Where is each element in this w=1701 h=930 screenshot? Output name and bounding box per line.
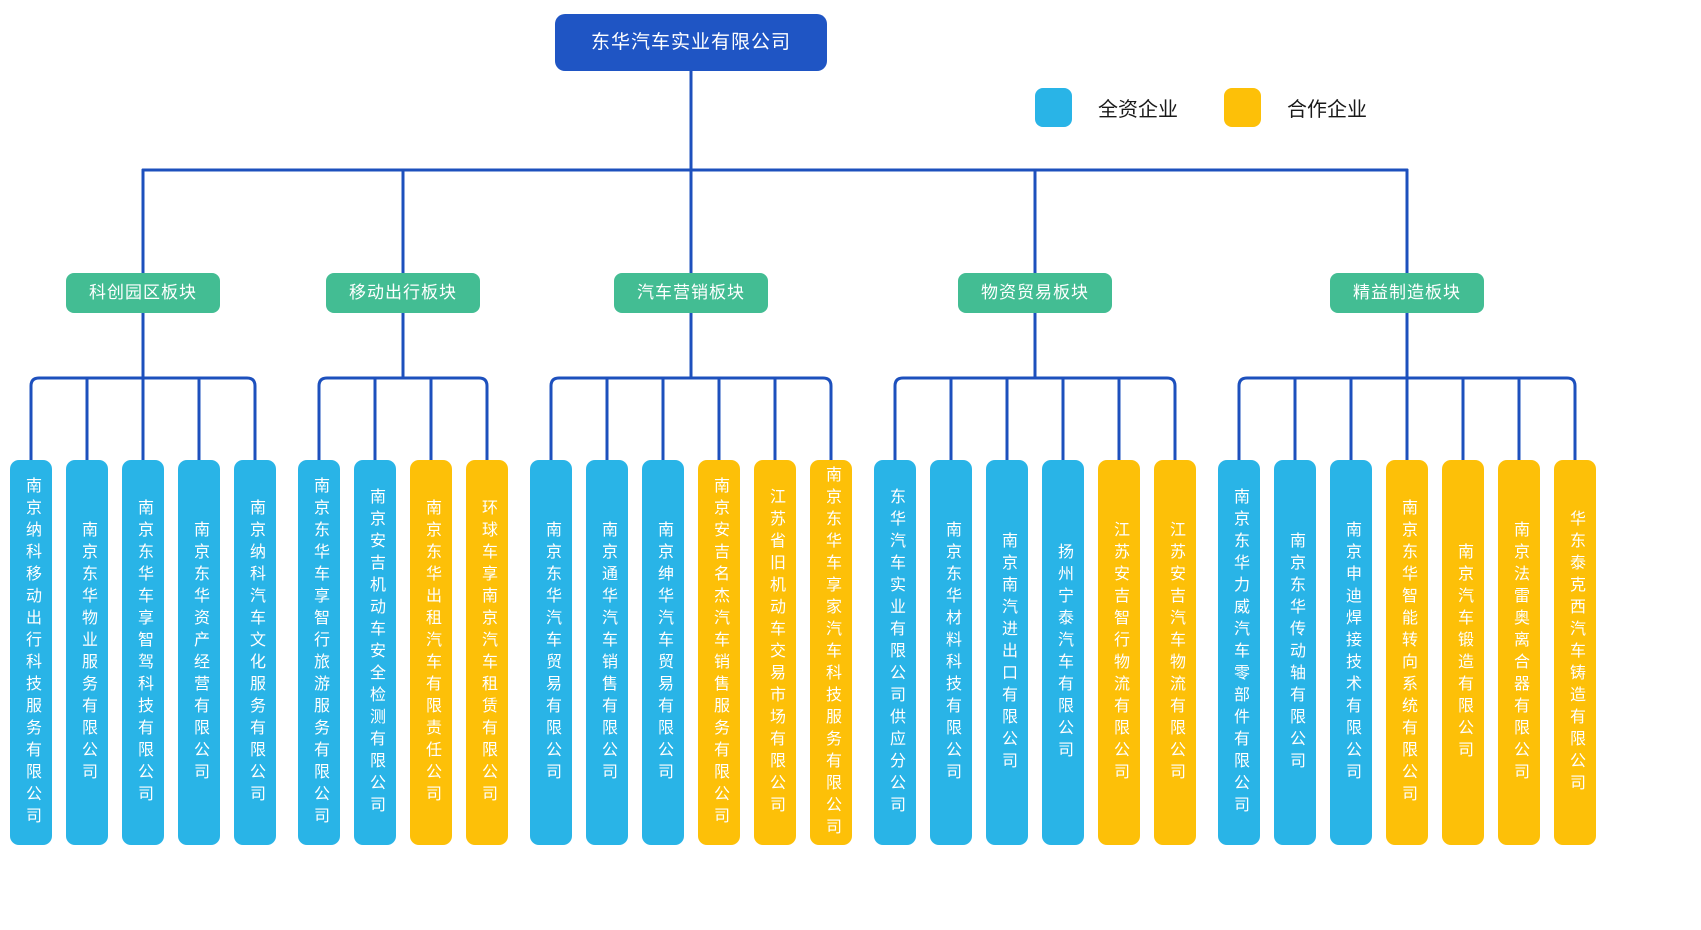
company-node[interactable]: 南京东华材料科技有限公司 xyxy=(930,460,972,845)
company-node[interactable]: 南京东华智能转向系统有限公司 xyxy=(1386,460,1428,845)
connector-path xyxy=(893,376,1177,462)
company-name: 南京绅华汽车贸易有限公司 xyxy=(655,520,672,785)
company-node[interactable]: 南京东华出租汽车有限责任公司 xyxy=(410,460,452,845)
company-node[interactable]: 南京南汽进出口有限公司 xyxy=(986,460,1028,845)
company-name: 南京纳科移动出行科技服务有限公司 xyxy=(23,476,40,829)
company-node[interactable]: 南京法雷奥离合器有限公司 xyxy=(1498,460,1540,845)
branch-node[interactable]: 精益制造板块 xyxy=(1330,273,1484,313)
company-name: 南京纳科汽车文化服务有限公司 xyxy=(247,498,264,807)
branch-node[interactable]: 移动出行板块 xyxy=(326,273,480,313)
company-node[interactable]: 南京东华物业服务有限公司 xyxy=(66,460,108,845)
company-name: 南京东华力威汽车零部件有限公司 xyxy=(1231,487,1248,818)
company-node[interactable]: 南京安吉机动车安全检测有限公司 xyxy=(354,460,396,845)
branch-node[interactable]: 汽车营销板块 xyxy=(614,273,768,313)
company-node[interactable]: 南京东华力威汽车零部件有限公司 xyxy=(1218,460,1260,845)
connector-path xyxy=(549,376,833,462)
company-node[interactable]: 南京纳科移动出行科技服务有限公司 xyxy=(10,460,52,845)
legend-label-partner: 合作企业 xyxy=(1287,99,1367,121)
company-node[interactable]: 南京纳科汽车文化服务有限公司 xyxy=(234,460,276,845)
company-node[interactable]: 南京绅华汽车贸易有限公司 xyxy=(642,460,684,845)
company-name: 扬州宁泰汽车有限公司 xyxy=(1055,542,1072,763)
company-name: 东华汽车实业有限公司供应分公司 xyxy=(887,487,904,818)
company-node[interactable]: 南京东华传动轴有限公司 xyxy=(1274,460,1316,845)
company-name: 华东泰克西汽车铸造有限公司 xyxy=(1567,509,1584,796)
company-node[interactable]: 江苏省旧机动车交易市场有限公司 xyxy=(754,460,796,845)
company-node[interactable]: 南京安吉名杰汽车销售服务有限公司 xyxy=(698,460,740,845)
legend-item-partner: 合作企业 xyxy=(1224,88,1367,127)
company-name: 江苏安吉智行物流有限公司 xyxy=(1111,520,1128,785)
company-name: 南京汽车锻造有限公司 xyxy=(1455,542,1472,763)
company-name: 南京东华车享智行旅游服务有限公司 xyxy=(311,476,328,829)
company-name: 环球车享南京汽车租赁有限公司 xyxy=(479,498,496,807)
company-node[interactable]: 华东泰克西汽车铸造有限公司 xyxy=(1554,460,1596,845)
company-name: 江苏安吉汽车物流有限公司 xyxy=(1167,520,1184,785)
company-name: 南京南汽进出口有限公司 xyxy=(999,531,1016,774)
legend-swatch-partner-icon xyxy=(1224,88,1261,127)
legend-label-wholly: 全资企业 xyxy=(1098,99,1178,121)
connector-path xyxy=(29,376,257,462)
company-name: 南京法雷奥离合器有限公司 xyxy=(1511,520,1528,785)
company-name: 南京安吉机动车安全检测有限公司 xyxy=(367,487,384,818)
company-node[interactable]: 东华汽车实业有限公司供应分公司 xyxy=(874,460,916,845)
company-node[interactable]: 南京东华车享智驾科技有限公司 xyxy=(122,460,164,845)
company-node[interactable]: 环球车享南京汽车租赁有限公司 xyxy=(466,460,508,845)
company-name: 南京东华汽车贸易有限公司 xyxy=(543,520,560,785)
branch-node[interactable]: 物资贸易板块 xyxy=(958,273,1112,313)
company-name: 南京安吉名杰汽车销售服务有限公司 xyxy=(711,476,728,829)
company-node[interactable]: 南京申迪焊接技术有限公司 xyxy=(1330,460,1372,845)
company-name: 南京申迪焊接技术有限公司 xyxy=(1343,520,1360,785)
company-name: 南京东华智能转向系统有限公司 xyxy=(1399,498,1416,807)
company-node[interactable]: 南京东华汽车贸易有限公司 xyxy=(530,460,572,845)
company-name: 南京东华资产经营有限公司 xyxy=(191,520,208,785)
company-node[interactable]: 南京东华车享家汽车科技服务有限公司 xyxy=(810,460,852,845)
company-name: 南京东华传动轴有限公司 xyxy=(1287,531,1304,774)
company-node[interactable]: 江苏安吉汽车物流有限公司 xyxy=(1154,460,1196,845)
root-node[interactable]: 东华汽车实业有限公司 xyxy=(554,14,828,71)
company-name: 江苏省旧机动车交易市场有限公司 xyxy=(767,487,784,818)
connector-path xyxy=(317,376,489,462)
legend-swatch-wholly-icon xyxy=(1035,88,1072,127)
legend: 全资企业 合作企业 xyxy=(1035,88,1367,127)
company-node[interactable]: 南京东华车享智行旅游服务有限公司 xyxy=(298,460,340,845)
company-name: 南京东华材料科技有限公司 xyxy=(943,520,960,785)
company-node[interactable]: 南京东华资产经营有限公司 xyxy=(178,460,220,845)
branch-node[interactable]: 科创园区板块 xyxy=(66,273,220,313)
company-name: 南京通华汽车销售有限公司 xyxy=(599,520,616,785)
company-node[interactable]: 扬州宁泰汽车有限公司 xyxy=(1042,460,1084,845)
company-node[interactable]: 南京汽车锻造有限公司 xyxy=(1442,460,1484,845)
company-name: 南京东华物业服务有限公司 xyxy=(79,520,96,785)
company-name: 南京东华车享家汽车科技服务有限公司 xyxy=(823,465,840,840)
company-node[interactable]: 南京通华汽车销售有限公司 xyxy=(586,460,628,845)
company-name: 南京东华车享智驾科技有限公司 xyxy=(135,498,152,807)
legend-item-wholly: 全资企业 xyxy=(1035,88,1178,127)
connector-path xyxy=(1237,376,1577,462)
company-name: 南京东华出租汽车有限责任公司 xyxy=(423,498,440,807)
company-node[interactable]: 江苏安吉智行物流有限公司 xyxy=(1098,460,1140,845)
